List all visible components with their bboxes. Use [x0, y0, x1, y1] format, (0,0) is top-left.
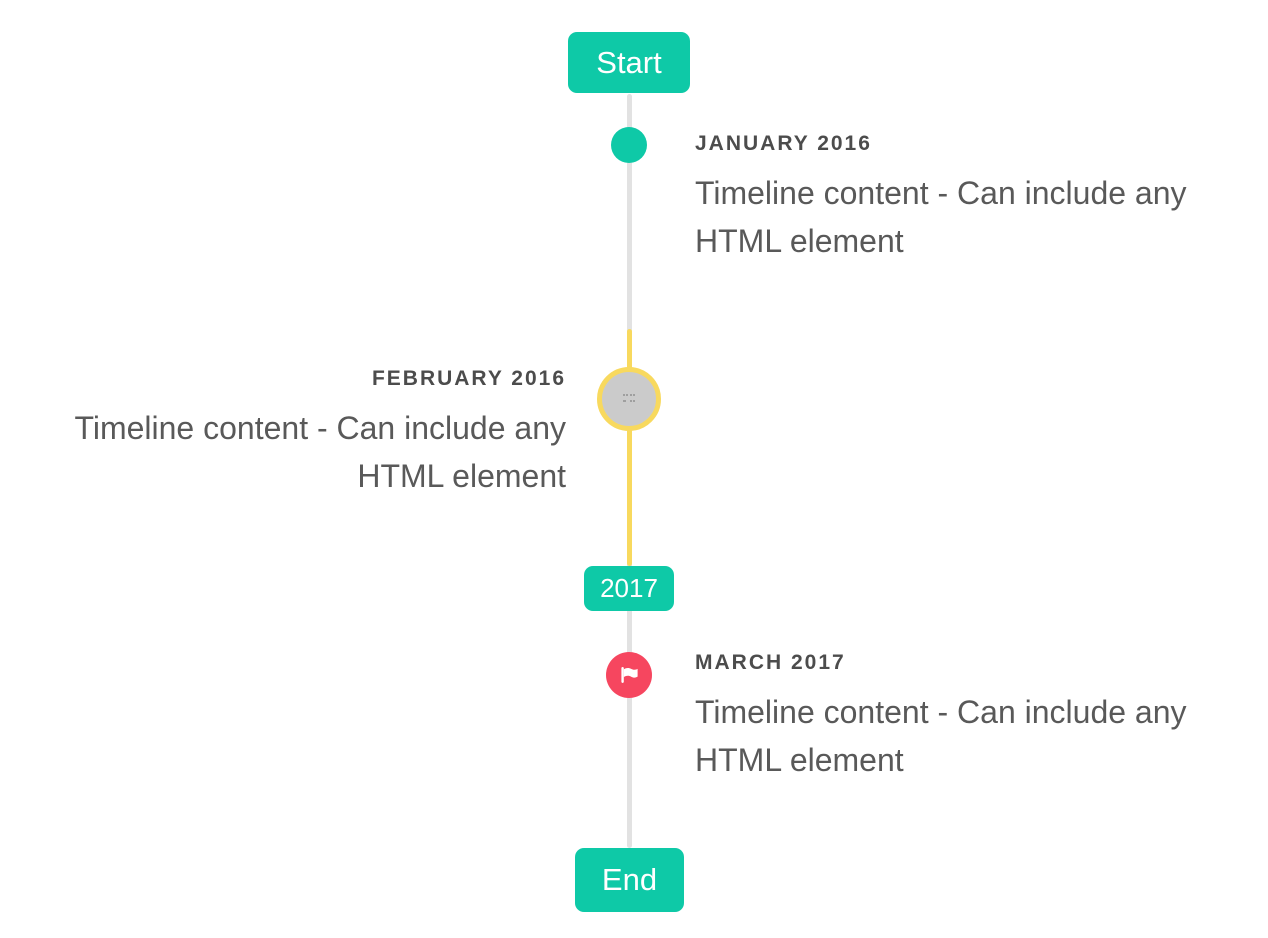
timeline-entry-january: JANUARY 2016 Timeline content - Can incl… — [695, 133, 1235, 265]
timeline-line-highlight — [627, 329, 632, 566]
timeline-entry-march: MARCH 2017 Timeline content - Can includ… — [695, 652, 1235, 784]
entry-content-january: Timeline content - Can include any HTML … — [695, 175, 1187, 259]
march-flag-marker — [606, 652, 652, 698]
broken-image-icon — [621, 392, 637, 406]
january-dot-marker — [611, 127, 647, 163]
february-image-marker — [597, 367, 661, 431]
entry-content-march: Timeline content - Can include any HTML … — [695, 694, 1187, 778]
entry-date-march: MARCH 2017 — [695, 651, 846, 674]
end-badge: End — [575, 848, 684, 912]
year-badge: 2017 — [584, 566, 674, 611]
entry-date-january: JANUARY 2016 — [695, 132, 872, 155]
timeline-entry-february: FEBRUARY 2016 Timeline content - Can inc… — [26, 368, 566, 500]
entry-content-february: Timeline content - Can include any HTML … — [74, 410, 566, 494]
flag-icon — [617, 663, 641, 687]
entry-date-february: FEBRUARY 2016 — [371, 367, 566, 390]
start-badge: Start — [568, 32, 690, 93]
